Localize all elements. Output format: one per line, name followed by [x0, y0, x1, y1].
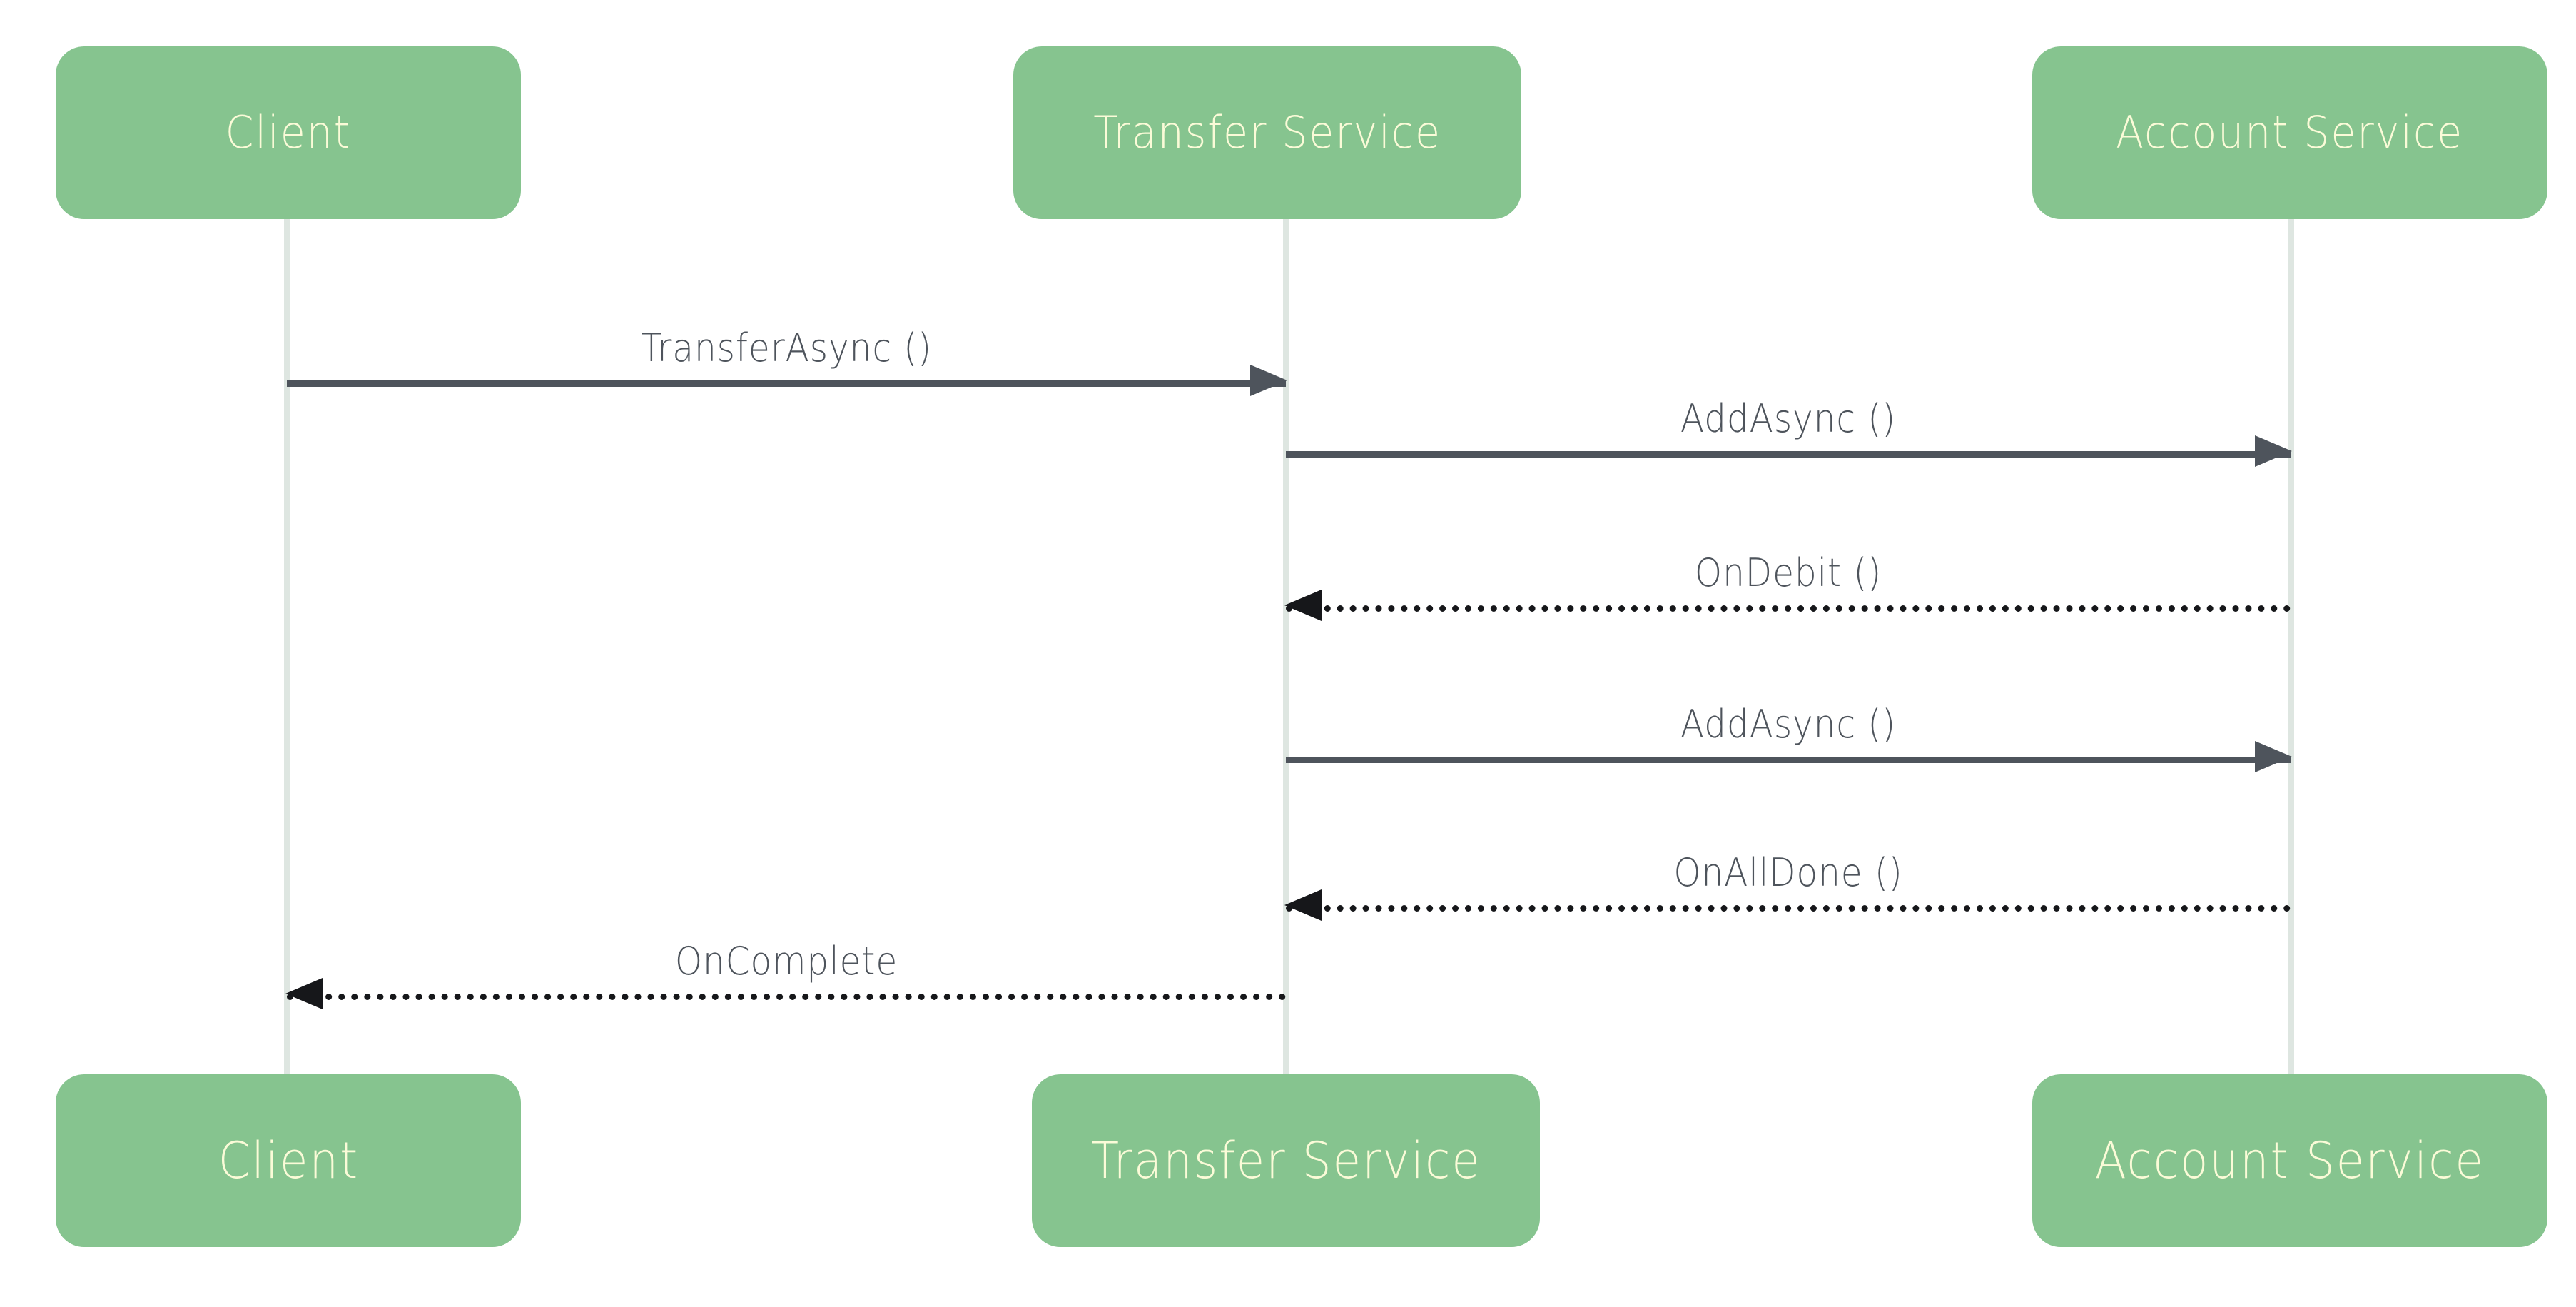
- participant-box-account-top[interactable]: Account Service: [2032, 46, 2547, 219]
- message-line-m3: [1286, 605, 2291, 612]
- arrowhead-m1: [1250, 365, 1287, 396]
- message-line-m6: [287, 994, 1286, 1000]
- message-line-m1: [287, 380, 1286, 387]
- participant-label-client-bottom: Client: [218, 1131, 359, 1190]
- message-label-m3: OnDebit (): [1694, 550, 1882, 595]
- arrowhead-m4: [2255, 741, 2292, 772]
- arrowhead-m2: [2255, 435, 2292, 467]
- participant-box-transfer-top[interactable]: Transfer Service: [1013, 46, 1521, 219]
- arrowhead-m6: [285, 978, 323, 1009]
- lifeline-client: [284, 219, 290, 1074]
- message-label-m6: OnComplete: [674, 939, 898, 984]
- arrowhead-m5: [1284, 889, 1322, 921]
- participant-label-account-top: Account Service: [2116, 106, 2464, 158]
- message-line-m5: [1286, 905, 2291, 912]
- message-line-m4: [1286, 757, 2291, 763]
- participant-label-account-bottom: Account Service: [2094, 1131, 2485, 1190]
- participant-label-transfer-bottom: Transfer Service: [1090, 1131, 1481, 1190]
- message-label-m1: TransferAsync (): [640, 326, 933, 370]
- lifeline-transfer: [1283, 219, 1289, 1074]
- message-line-m2: [1286, 451, 2291, 458]
- arrowhead-m3: [1284, 590, 1322, 621]
- participant-box-account-bottom[interactable]: Account Service: [2032, 1074, 2547, 1247]
- participant-label-client-top: Client: [225, 106, 352, 158]
- participant-box-transfer-bottom[interactable]: Transfer Service: [1032, 1074, 1540, 1247]
- participant-box-client-bottom[interactable]: Client: [56, 1074, 521, 1247]
- message-label-m4: AddAsync (): [1680, 702, 1897, 747]
- participant-label-transfer-top: Transfer Service: [1093, 106, 1441, 158]
- message-label-m5: OnAllDone (): [1673, 850, 1903, 895]
- message-label-m2: AddAsync (): [1680, 396, 1897, 441]
- lifeline-account: [2288, 219, 2294, 1074]
- participant-box-client-top[interactable]: Client: [56, 46, 521, 219]
